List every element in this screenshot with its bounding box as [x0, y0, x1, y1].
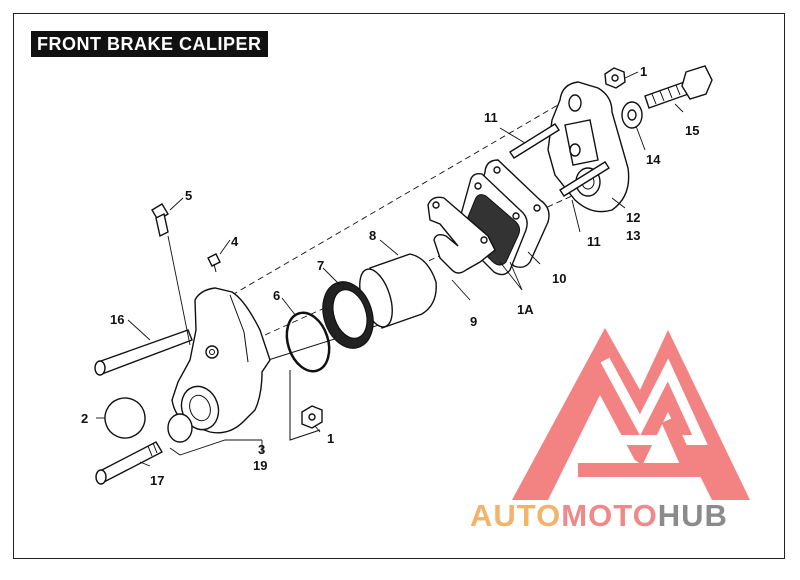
- watermark-text: AUTOMOTOHUB: [470, 498, 728, 534]
- leader-lines: [96, 71, 684, 467]
- label-1A: 1A: [517, 302, 534, 317]
- label-5: 5: [185, 188, 192, 203]
- cover-2: [104, 397, 146, 439]
- label-17: 17: [150, 473, 164, 488]
- washer-14: [621, 101, 643, 129]
- label-13: 13: [626, 228, 640, 243]
- watermark-part-moto: MOTO: [561, 498, 658, 533]
- pad-holder-9: [427, 196, 496, 274]
- label-3: 3: [258, 442, 265, 457]
- diagram-title: FRONT BRAKE CALIPER: [31, 31, 268, 57]
- label-8: 8: [369, 228, 376, 243]
- watermark-part-hub: HUB: [657, 498, 728, 533]
- screw-4: [207, 253, 221, 273]
- mounting-pin-16: [94, 329, 193, 376]
- label-9: 9: [470, 314, 477, 329]
- bolt-15: [644, 65, 713, 109]
- bleeder-screw-5: [151, 203, 169, 238]
- part-labels: 1 15 14 12 13 11 11 10 1A 9 8 7 6 5 4 16…: [81, 64, 699, 488]
- pin-11-bottom: [559, 161, 610, 197]
- label-1-bottom: 1: [327, 431, 334, 446]
- label-6: 6: [273, 288, 280, 303]
- label-16: 16: [110, 312, 124, 327]
- label-19: 19: [253, 458, 267, 473]
- caliper-bracket-12: [547, 81, 630, 213]
- watermark-logo: [512, 328, 750, 500]
- label-15: 15: [685, 123, 699, 138]
- nut-1-top: [604, 67, 626, 89]
- label-10: 10: [552, 271, 566, 286]
- mounting-pin-17: [95, 441, 163, 485]
- label-4: 4: [231, 234, 239, 249]
- watermark-part-auto: AUTO: [470, 498, 562, 533]
- caliper-housing-3: [167, 287, 271, 443]
- o-ring-6: [285, 311, 331, 373]
- label-11-bottom: 11: [587, 234, 601, 249]
- pin-11-top: [509, 123, 560, 159]
- label-7: 7: [317, 258, 324, 273]
- label-2: 2: [81, 411, 88, 426]
- label-14: 14: [646, 152, 661, 167]
- nut-1-bottom: [301, 405, 323, 429]
- label-11-top: 11: [484, 110, 498, 125]
- label-12: 12: [626, 210, 640, 225]
- diagram-frame: [13, 13, 785, 559]
- label-1-top: 1: [640, 64, 647, 79]
